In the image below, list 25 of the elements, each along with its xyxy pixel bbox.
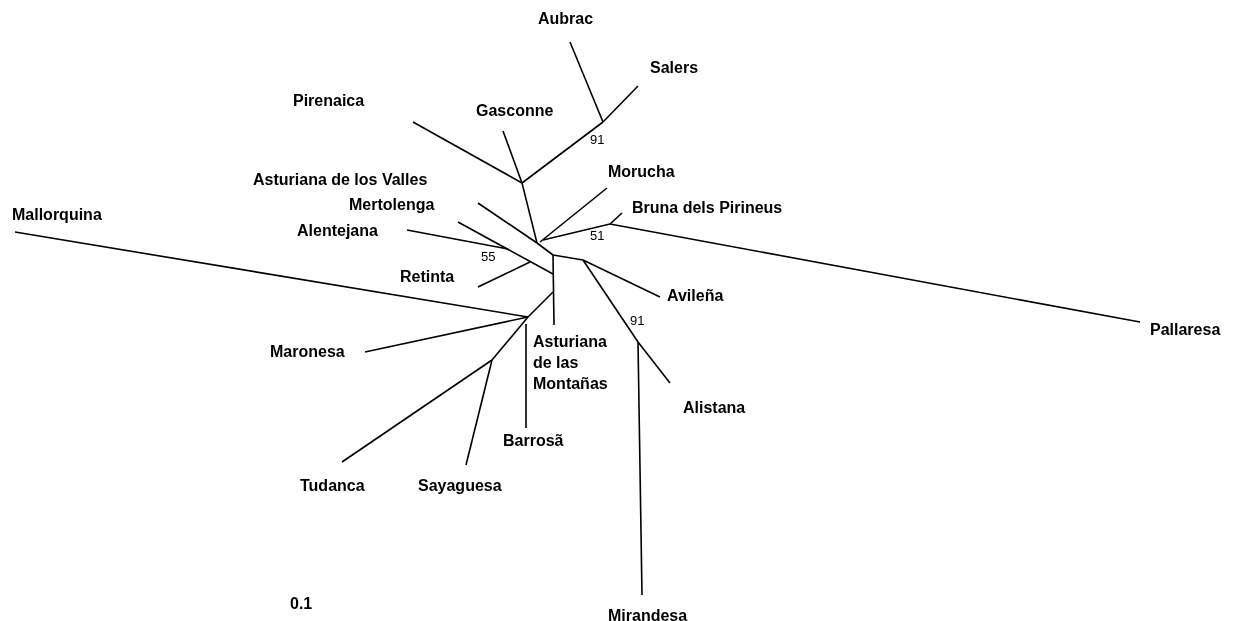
taxon-label: Mertolenga — [349, 195, 435, 215]
taxon-label: Tudanca — [300, 476, 365, 496]
taxon-label: Gasconne — [476, 101, 554, 121]
taxon-label: Asturiana de los Valles — [253, 170, 428, 190]
bootstrap-value: 55 — [481, 249, 496, 264]
taxon-label: Pirenaica — [293, 91, 365, 111]
taxon-label: Asturiana de las Montañas — [533, 332, 609, 394]
taxon-label: Barrosã — [503, 431, 564, 451]
taxon-label: Sayaguesa — [418, 476, 502, 496]
taxon-label: Salers — [650, 58, 699, 78]
taxon-label: Alentejana — [297, 221, 378, 241]
taxon-label: Retinta — [400, 267, 455, 287]
taxon-label: Aubrac — [538, 9, 594, 29]
taxon-label: Pallaresa — [1150, 320, 1221, 340]
taxon-label: Mirandesa — [608, 606, 688, 621]
taxon-label: Maronesa — [270, 342, 345, 362]
taxon-label: Avileña — [667, 286, 724, 306]
taxon-label: Bruna dels Pirineus — [632, 198, 783, 218]
taxon-label: Mallorquina — [12, 205, 102, 225]
bootstrap-value: 91 — [590, 132, 605, 147]
bootstrap-value: 51 — [590, 228, 605, 243]
bootstrap-value: 91 — [630, 313, 645, 328]
taxon-label: Morucha — [608, 162, 675, 182]
scale-value: 0.1 — [290, 594, 313, 614]
taxon-label: Alistana — [683, 398, 746, 418]
